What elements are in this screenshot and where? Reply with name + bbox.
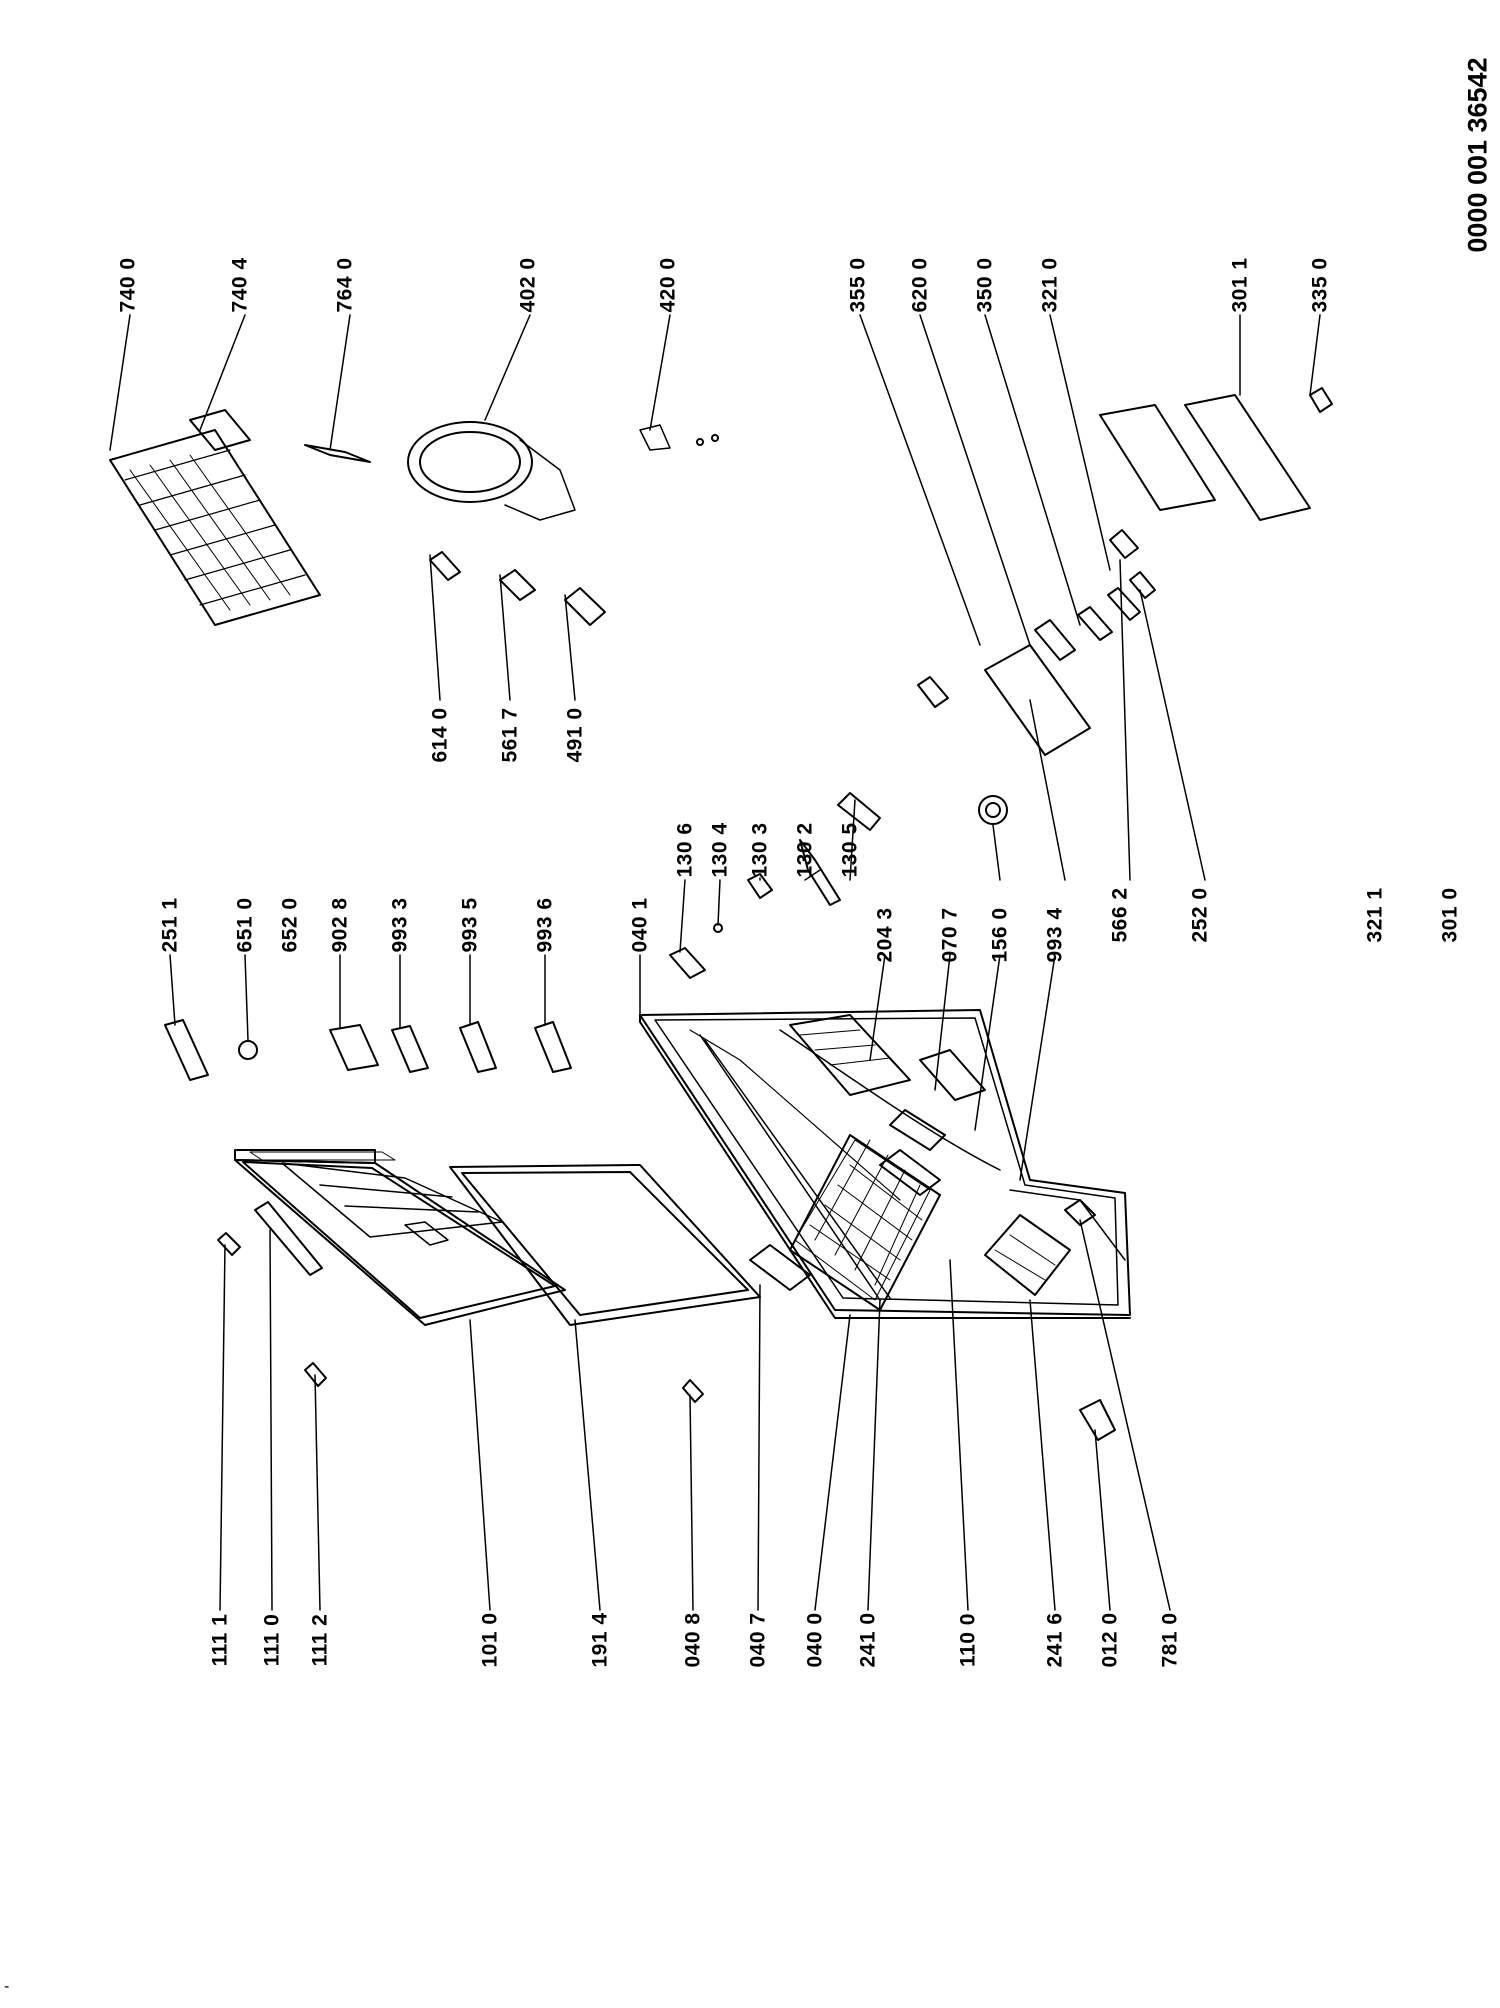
compressor-area-parts bbox=[190, 410, 605, 625]
part-label-130-2: 130 2 bbox=[793, 822, 817, 878]
part-label-993-4: 993 4 bbox=[1043, 907, 1067, 963]
part-label-111-2: 111 2 bbox=[308, 1613, 332, 1667]
part-label-301-0: 301 0 bbox=[1438, 887, 1462, 943]
part-label-740-4: 740 4 bbox=[228, 257, 252, 313]
part-label-420-0: 420 0 bbox=[656, 257, 680, 313]
part-label-301-1: 301 1 bbox=[1228, 257, 1252, 313]
part-label-321-0: 321 0 bbox=[1038, 257, 1062, 313]
part-label-350-0: 350 0 bbox=[973, 257, 997, 313]
part-label-993-3: 993 3 bbox=[388, 897, 412, 953]
part-label-101-0: 101 0 bbox=[478, 1612, 502, 1668]
part-label-614-0: 614 0 bbox=[428, 707, 452, 763]
part-label-620-0: 620 0 bbox=[908, 257, 932, 313]
basket-drawing bbox=[790, 1135, 940, 1310]
part-label-111-1: 111 1 bbox=[208, 1613, 232, 1667]
leader-lines bbox=[110, 315, 1320, 1610]
part-label-993-5: 993 5 bbox=[458, 897, 482, 953]
part-label-040-8: 040 8 bbox=[681, 1612, 705, 1668]
cabinet-drawing bbox=[640, 1010, 1130, 1318]
part-label-040-7: 040 7 bbox=[746, 1612, 770, 1668]
part-label-111-0: 111 0 bbox=[260, 1613, 284, 1667]
part-label-993-6: 993 6 bbox=[533, 897, 557, 953]
part-label-040-0: 040 0 bbox=[803, 1612, 827, 1668]
part-label-561-7: 561 7 bbox=[498, 707, 522, 763]
part-label-130-3: 130 3 bbox=[748, 822, 772, 878]
control-part-drawings bbox=[670, 677, 948, 978]
part-label-335-0: 335 0 bbox=[1308, 257, 1332, 313]
corner-mark: - bbox=[4, 1978, 10, 1995]
part-label-130-4: 130 4 bbox=[708, 822, 732, 878]
part-label-012-0: 012 0 bbox=[1098, 1612, 1122, 1668]
part-label-252-0: 252 0 bbox=[1188, 887, 1212, 943]
part-label-204-3: 204 3 bbox=[873, 907, 897, 963]
part-label-191-4: 191 4 bbox=[588, 1612, 612, 1668]
small-basket-drawing bbox=[985, 1215, 1070, 1295]
part-label-491-0: 491 0 bbox=[563, 707, 587, 763]
accessory-drawings bbox=[165, 1020, 571, 1080]
part-label-402-0: 402 0 bbox=[516, 257, 540, 313]
part-label-652-0: 652 0 bbox=[278, 897, 302, 953]
part-label-156-0: 156 0 bbox=[988, 907, 1012, 963]
part-label-241-0: 241 0 bbox=[856, 1612, 880, 1668]
part-label-130-5: 130 5 bbox=[838, 822, 862, 878]
hinge-drawings bbox=[218, 1200, 1115, 1440]
control-panel-drawings bbox=[1100, 388, 1332, 598]
part-label-764-0: 764 0 bbox=[333, 257, 357, 313]
part-label-130-6: 130 6 bbox=[673, 822, 697, 878]
part-label-566-2: 566 2 bbox=[1108, 887, 1132, 943]
compressor-drawing bbox=[408, 422, 718, 520]
relay-drawings bbox=[979, 588, 1140, 824]
part-label-781-0: 781 0 bbox=[1158, 1612, 1182, 1668]
condenser-drawing bbox=[110, 430, 320, 625]
part-label-355-0: 355 0 bbox=[846, 257, 870, 313]
part-label-251-1: 251 1 bbox=[158, 897, 182, 953]
document-code: 0000 001 36542 bbox=[1462, 57, 1493, 253]
part-label-241-6: 241 6 bbox=[1043, 1612, 1067, 1668]
part-label-070-7: 070 7 bbox=[938, 907, 962, 963]
part-label-110-0: 110 0 bbox=[956, 1613, 980, 1667]
divider-drawing bbox=[790, 1015, 985, 1195]
part-label-902-8: 902 8 bbox=[328, 897, 352, 953]
part-label-740-0: 740 0 bbox=[116, 257, 140, 313]
part-label-040-1: 040 1 bbox=[628, 897, 652, 953]
part-label-651-0: 651 0 bbox=[233, 897, 257, 953]
part-label-321-1: 321 1 bbox=[1363, 887, 1387, 943]
